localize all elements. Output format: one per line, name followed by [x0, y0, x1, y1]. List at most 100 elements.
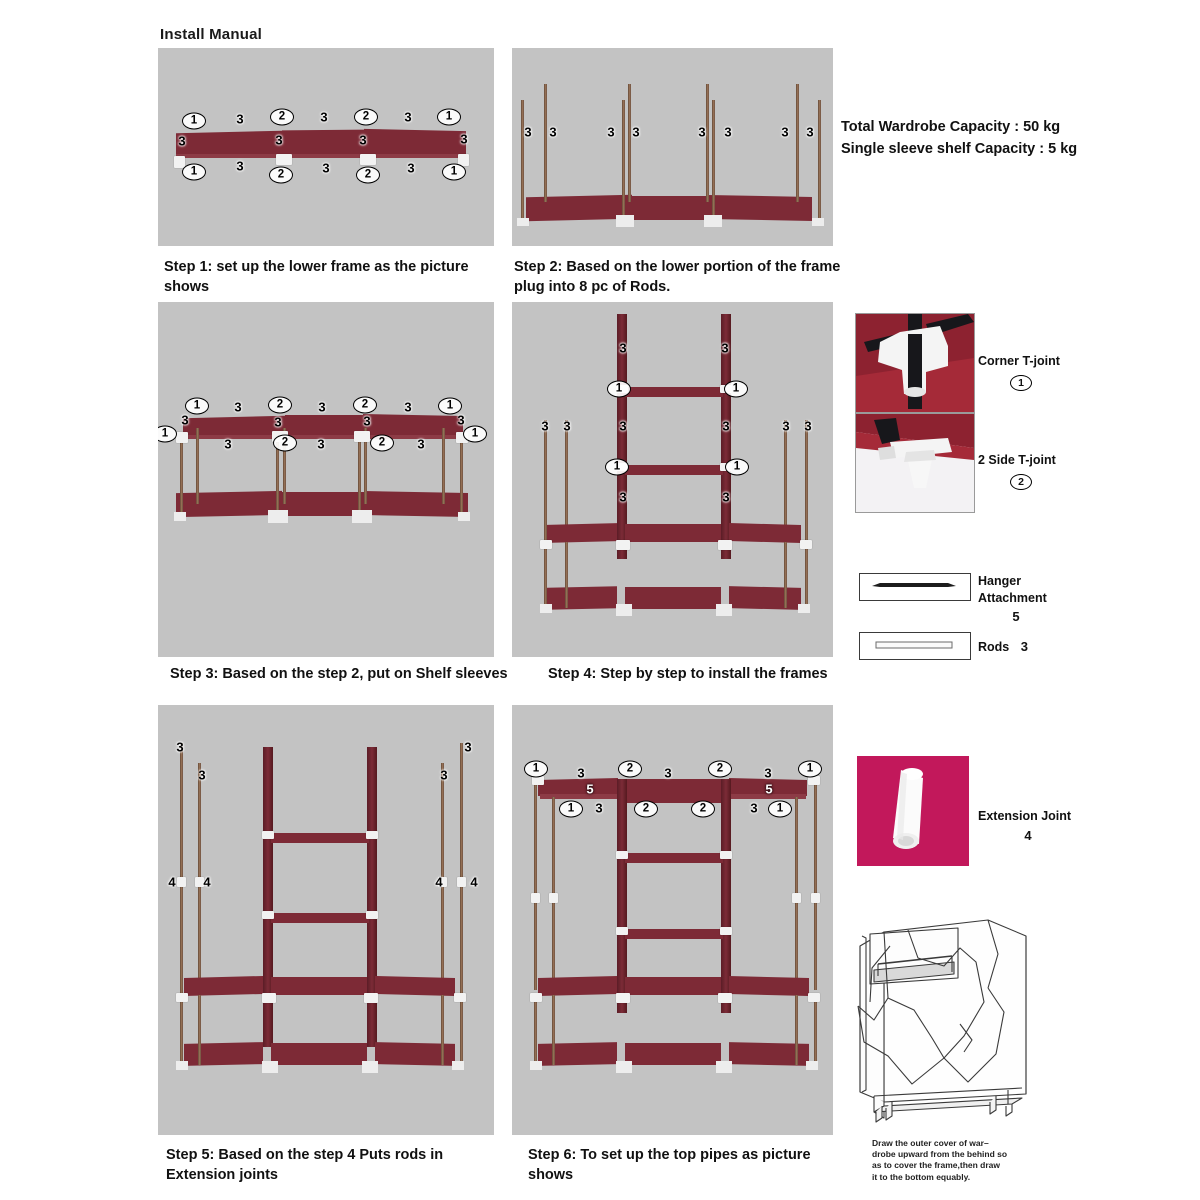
shelf6-mid-left	[538, 975, 617, 997]
leg4-3	[784, 542, 787, 608]
joint6-br	[808, 993, 820, 1002]
part-marker-3: 3	[322, 160, 330, 176]
leg4-4	[805, 542, 808, 608]
rod-2	[544, 84, 547, 202]
part-marker-3: 3	[664, 765, 672, 781]
foot5-r	[452, 1061, 464, 1070]
post6-left	[617, 779, 627, 1013]
corner-joint-right	[458, 154, 469, 166]
post4-f3	[784, 420, 787, 545]
shelf4-mid-left	[547, 523, 617, 543]
part-marker-3: 3	[417, 436, 425, 452]
shelf5-mid-left	[184, 975, 263, 997]
foot4-r	[798, 604, 810, 613]
part-marker-circled-2: 2	[356, 166, 380, 184]
post4-f2	[565, 420, 568, 545]
cover-note-line1: Draw the outer cover of war–	[872, 1138, 989, 1148]
part-marker-3: 3	[275, 132, 283, 148]
part-marker-4: 4	[168, 874, 176, 890]
joint6-mi-l	[616, 927, 628, 935]
joint5-bc2	[364, 993, 378, 1003]
part-marker-3: 3	[404, 399, 412, 415]
shelf-front-edge	[176, 154, 466, 158]
rod-7	[796, 84, 799, 202]
ext-joint6-3	[792, 893, 801, 903]
part-marker-circled-1: 1	[524, 760, 548, 778]
part-marker-3: 3	[698, 124, 706, 140]
part-marker-circled-1: 1	[725, 458, 749, 476]
shelf6-base-left	[538, 1042, 617, 1066]
part-marker-3: 3	[407, 160, 415, 176]
rod-5	[712, 100, 715, 220]
leg3-3	[276, 438, 279, 516]
ext-joint6-2	[549, 893, 558, 903]
part-marker-circled-2: 2	[353, 396, 377, 414]
shelf4-base-left	[547, 586, 617, 610]
side-t-joint-number: 2	[1010, 473, 1032, 490]
part-marker-4: 4	[203, 874, 211, 890]
part-marker-3: 3	[806, 124, 814, 140]
joint3-tl	[176, 432, 188, 443]
cover-note-line2: drobe upward from the behind so	[872, 1149, 1008, 1160]
leg3-1	[180, 438, 183, 516]
part-marker-3: 3	[274, 414, 282, 430]
leg6-3	[795, 995, 798, 1065]
leg3-4	[283, 428, 286, 504]
rod6-f4	[814, 785, 817, 990]
part-marker-3: 3	[619, 340, 627, 356]
rods-label: Rods 3	[978, 638, 1028, 656]
rod6-f1	[534, 785, 537, 990]
extension-joint-label: Extension Joint 4	[978, 808, 1078, 845]
part-marker-circled-2: 2	[354, 108, 378, 126]
joint3-tm2	[354, 431, 370, 442]
post4-f1	[544, 420, 547, 545]
foot4-c1	[616, 604, 632, 616]
shelf4-mid-center	[625, 524, 721, 542]
joint5-bl	[176, 993, 188, 1002]
step4-caption: Step 4: Step by step to install the fram…	[548, 666, 828, 682]
part-marker-circled-1: 1	[724, 380, 748, 398]
shelf5-base-center	[271, 1043, 367, 1065]
foot6-c2	[716, 1061, 732, 1073]
side-t-joint-name: 2 Side T-joint	[978, 453, 1056, 467]
joint6-ui-l	[616, 851, 628, 859]
shelf4-base-right	[729, 586, 801, 610]
shelf6-upper-inner	[625, 853, 723, 863]
part-marker-3: 3	[524, 124, 532, 140]
foot5-c1	[262, 1061, 278, 1073]
joint3-tr	[456, 432, 468, 443]
rod5-f1	[180, 743, 183, 993]
leg6-1	[534, 995, 537, 1065]
corner-t-joint-number: 1	[1010, 374, 1032, 391]
step2-caption: Step 2: Based on the lower portion of th…	[514, 259, 841, 295]
part-marker-4: 4	[435, 874, 443, 890]
part-marker-3: 3	[234, 399, 242, 415]
shelf-top-right	[364, 128, 466, 158]
post5-left	[263, 747, 273, 1047]
joint4-bc1	[616, 540, 630, 550]
step6-caption: Step 6: To set up the top pipes as pictu…	[528, 1147, 811, 1183]
part-marker-circled-1: 1	[185, 397, 209, 415]
part-marker-3: 3	[359, 132, 367, 148]
part-marker-3: 3	[577, 765, 585, 781]
part-marker-circled-1: 1	[438, 397, 462, 415]
joint6-bc2	[718, 993, 732, 1003]
hanger-attachment-line1: Hanger	[978, 574, 1022, 588]
part-marker-3: 3	[404, 109, 412, 125]
joint6-ui-r	[720, 851, 732, 859]
part-marker-3: 3	[595, 800, 603, 816]
step1-caption: Step 1: set up the lower frame as the pi…	[164, 259, 469, 295]
part-marker-5: 5	[586, 781, 594, 797]
part-marker-3: 3	[632, 124, 640, 140]
part-marker-circled-2: 2	[618, 760, 642, 778]
rod-3	[622, 100, 625, 220]
shelf3-base-mid	[282, 492, 364, 516]
corner-t-joint-photo	[855, 313, 975, 413]
part-marker-3: 3	[541, 418, 549, 434]
shelf6-mid-inner	[625, 929, 723, 939]
rods-number: 3	[1020, 639, 1028, 654]
part-marker-circled-2: 2	[634, 800, 658, 818]
